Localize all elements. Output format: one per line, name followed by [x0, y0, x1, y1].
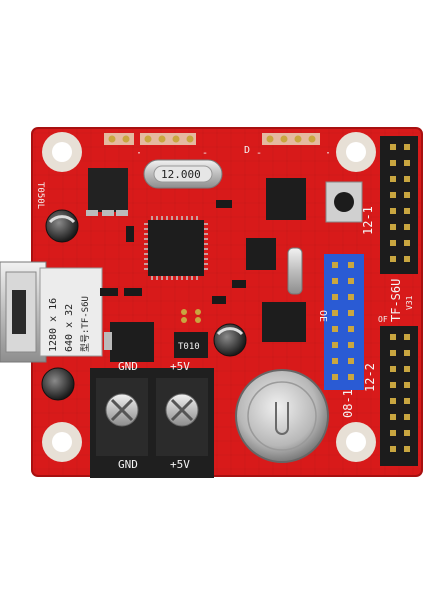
vertical-crystal — [287, 247, 303, 295]
capacitor-left-bottom — [41, 367, 75, 401]
top-pin-header-left — [104, 133, 134, 145]
terminal-gnd-top: GND — [118, 360, 138, 373]
mounting-hole-top-right — [336, 132, 376, 172]
header-mark-4: · — [325, 148, 331, 159]
driver-chip-lower — [262, 302, 306, 342]
main-mcu-chip — [144, 216, 208, 280]
power-terminal-block — [90, 368, 214, 478]
top-pin-header-right — [262, 133, 320, 145]
capacitor-left-top — [45, 209, 79, 243]
hub-bottom-label: 12-2 — [363, 363, 377, 392]
header-mark-2: - — [202, 148, 208, 159]
regulator-chip — [86, 168, 128, 216]
driver-chip-top — [266, 178, 306, 220]
mounting-hole-bottom-left — [42, 422, 82, 462]
top-pin-header-mid — [140, 133, 196, 145]
resolution-line-1: 1280 x 16 — [48, 298, 59, 352]
chip-t010: T010 — [174, 332, 208, 358]
t010-label: T010 — [178, 342, 200, 352]
crystal-oscillator: 12.000 — [143, 159, 223, 189]
header-mark-3: - — [256, 148, 262, 159]
hub-08-label: 08-1 — [341, 389, 355, 418]
model-tag-line: 型号:TF-S6U — [80, 296, 91, 352]
blue-pin-header — [324, 254, 364, 390]
resolution-label-box — [39, 267, 103, 357]
reset-button[interactable] — [325, 181, 363, 223]
board-model-label: TF-S6U — [389, 279, 403, 322]
hub-top-label: 12-1 — [361, 206, 375, 235]
terminal-gnd-bottom: GND — [118, 458, 138, 471]
header-mark-1: · — [136, 148, 142, 159]
usb-port — [0, 261, 47, 363]
crystal-label: 12.000 — [161, 168, 201, 181]
regulator-chip-2 — [104, 322, 154, 362]
rtc-battery — [235, 369, 329, 463]
header-d-label: D — [244, 145, 250, 156]
oe-label: OE — [317, 310, 328, 322]
capacitor-center — [213, 323, 247, 357]
smd-components — [100, 200, 246, 304]
pin-pads — [181, 309, 201, 323]
of-label: OF — [378, 315, 388, 324]
mounting-hole-bottom-right — [336, 422, 376, 462]
terminal-plus5-top: +5V — [170, 360, 190, 373]
driver-chip-mid — [246, 238, 276, 270]
mounting-hole-top-left — [42, 132, 82, 172]
hub-connector-bottom — [380, 326, 418, 466]
hub-connector-top — [380, 136, 418, 274]
resolution-line-2: 640 x 32 — [64, 304, 75, 352]
board-version-label: V31 — [405, 295, 414, 310]
regulator-label: T050L — [35, 182, 45, 209]
terminal-plus5-bottom: +5V — [170, 458, 190, 471]
